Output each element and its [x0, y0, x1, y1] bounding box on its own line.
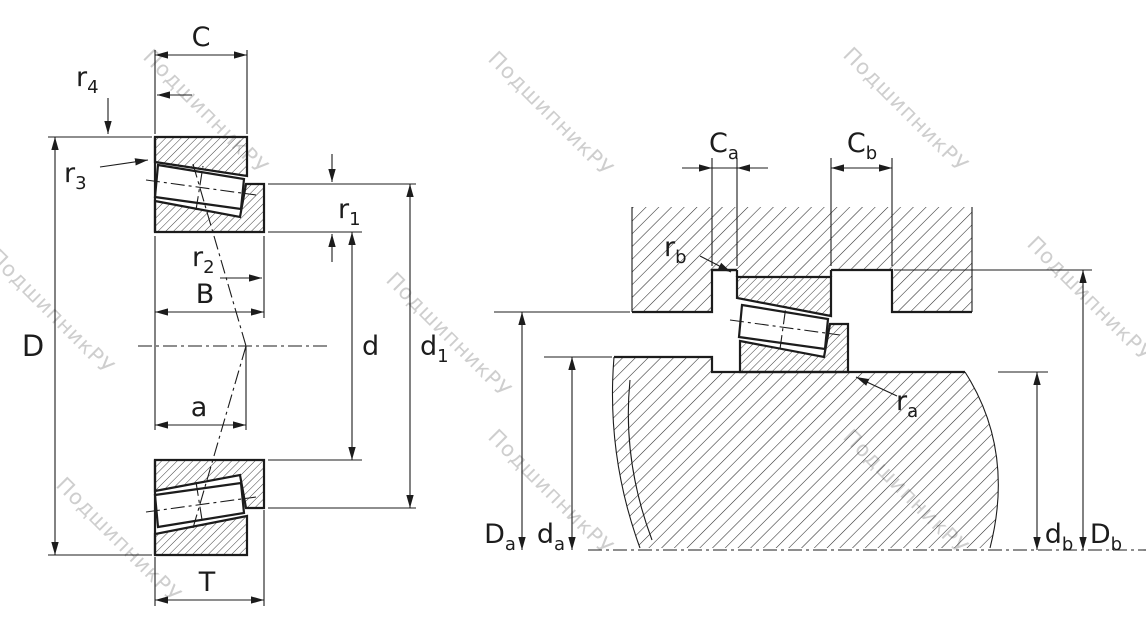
dim-label-r2: r2	[192, 242, 215, 278]
dim-label-Ca: Ca	[709, 128, 739, 164]
housing-section	[631, 207, 973, 314]
shaft-section	[611, 355, 999, 549]
roller-cross-centerline	[779, 305, 787, 350]
dim-Ca: Ca	[682, 128, 768, 266]
dim-label-r1: r1	[338, 194, 361, 230]
watermark-text: ПодшипникРУ	[381, 268, 516, 403]
watermark-text: ПодшипникРУ	[1022, 232, 1146, 367]
roller-axis-centerline	[145, 496, 257, 513]
dim-label-da: da	[537, 519, 565, 555]
dim-label-T: T	[198, 567, 216, 598]
dim-Db: Db	[894, 269, 1122, 555]
dim-T: T	[154, 510, 265, 606]
left-view-bearing-section: C r4 r3 D r1 r2	[22, 22, 449, 606]
mounted-inner-ring-cone	[738, 322, 850, 374]
dim-label-Cb: Cb	[847, 128, 877, 164]
dim-db: db	[998, 371, 1074, 555]
right-view-mounting-section: Ca Cb rb ra Da da db	[484, 128, 1146, 555]
housing-break-edges	[631, 207, 973, 312]
dim-label-d1: d1	[420, 331, 449, 367]
dim-r4: r4	[76, 62, 192, 134]
dim-label-d: d	[362, 331, 379, 362]
dim-B: B	[154, 236, 264, 430]
mounted-outer-ring-cup	[735, 275, 833, 318]
dim-Cb: Cb	[830, 128, 893, 266]
roller-cross-centerline	[195, 481, 204, 527]
shaft-break-left-inner	[627, 379, 653, 541]
dim-C: C	[154, 22, 248, 134]
dim-label-C: C	[192, 22, 211, 53]
shaft-break-right	[964, 371, 999, 549]
dim-r1: r1	[328, 154, 361, 262]
dim-r2: r2	[192, 236, 265, 318]
dim-d: d	[268, 231, 379, 461]
dim-label-Db: Db	[1090, 519, 1122, 555]
roller-cross-centerline	[195, 165, 204, 211]
dim-da: da	[537, 356, 612, 555]
dim-label-D: D	[22, 329, 44, 363]
dim-label-Da: Da	[484, 519, 516, 555]
dim-label-a: a	[191, 392, 208, 423]
dim-ra: ra	[855, 376, 918, 422]
dim-r3: r3	[64, 158, 149, 194]
dim-label-ra: ra	[896, 386, 918, 422]
dim-label-r4: r4	[76, 62, 99, 98]
watermark-text: ПодшипникРУ	[0, 245, 119, 380]
dim-D: D	[22, 136, 152, 556]
watermark-text: ПодшипникРУ	[483, 47, 618, 182]
housing-bore-and-shoulders	[632, 268, 972, 314]
dim-label-db: db	[1045, 519, 1074, 555]
pressure-line-bottom	[192, 345, 247, 529]
roller-axis-centerline	[145, 179, 257, 196]
dim-label-r3: r3	[64, 158, 87, 194]
shaft-break-left	[611, 356, 641, 549]
roller-axis-centerline	[729, 319, 841, 336]
dim-label-rb: rb	[664, 232, 687, 268]
dim-Da: Da	[484, 311, 630, 555]
dim-a: a	[155, 346, 247, 430]
dim-label-B: B	[196, 279, 215, 310]
dim-rb: rb	[664, 232, 732, 273]
dim-d1: d1	[268, 183, 449, 509]
